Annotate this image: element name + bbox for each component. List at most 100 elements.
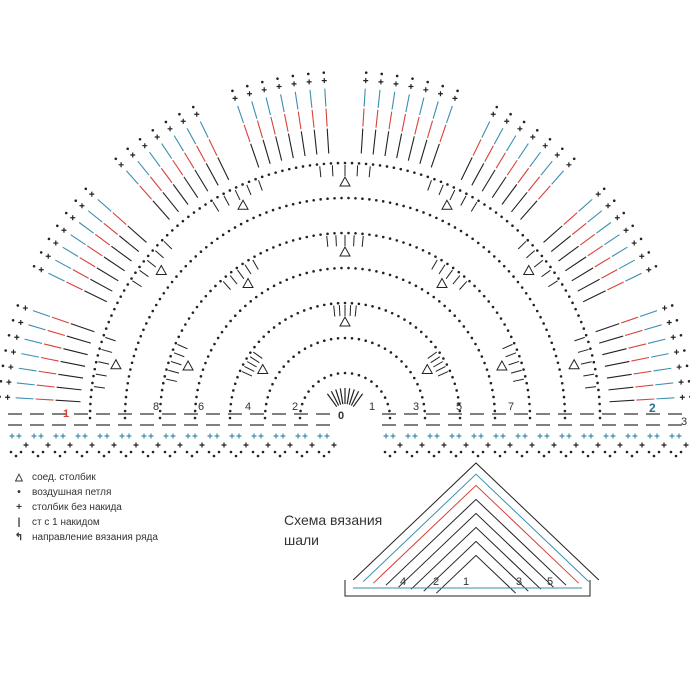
- chain-dot: [169, 354, 172, 358]
- chain-dot: [631, 224, 634, 228]
- single-crochet-mark: [133, 442, 139, 448]
- slip-stitch-mark: [421, 363, 434, 374]
- single-crochet-mark: [8, 364, 14, 370]
- chain-dot: [130, 277, 133, 280]
- chain-dot: [47, 237, 51, 241]
- chain-dot: [395, 239, 399, 242]
- chain-dot: [415, 246, 418, 249]
- chain-dot: [528, 409, 532, 413]
- chain-dot: [317, 380, 320, 383]
- chain-dot: [278, 370, 281, 374]
- double-crochet-mark: [212, 201, 220, 212]
- schema-title-line2: шали: [284, 532, 320, 548]
- chain-dot: [271, 382, 274, 386]
- double-crochet-mark: [118, 235, 140, 252]
- chain-dot: [222, 192, 225, 196]
- chain-dot: [224, 325, 228, 328]
- chain-dot: [16, 304, 20, 307]
- double-crochet-mark: [194, 169, 209, 192]
- chain-dot: [278, 322, 281, 325]
- row-number-blue: 2: [649, 401, 656, 415]
- chain-dot: [441, 84, 445, 88]
- chain-dot: [195, 395, 198, 399]
- single-crochet-mark: [537, 433, 543, 439]
- chain-dot: [253, 345, 256, 349]
- chain-dot: [500, 215, 503, 219]
- chain-dot: [381, 200, 385, 203]
- double-crochet-mark: [388, 111, 393, 130]
- chain-dot: [564, 289, 568, 292]
- double-crochet-mark: [427, 180, 432, 191]
- chain-dot: [254, 177, 257, 181]
- chain-dot: [329, 337, 333, 341]
- chain-dot: [158, 409, 162, 413]
- double-crochet-mark: [331, 165, 334, 177]
- chain-dot: [386, 402, 390, 406]
- single-crochet-mark: [67, 442, 73, 448]
- double-crochet-mark: [427, 351, 438, 359]
- double-crochet-mark: [270, 116, 276, 135]
- single-crochet-mark: [306, 79, 312, 85]
- chain-dot: [291, 74, 295, 78]
- double-crochet-mark: [335, 235, 337, 247]
- chain-dot: [160, 388, 164, 392]
- chain-dot: [9, 450, 13, 454]
- double-crochet-mark: [578, 198, 593, 212]
- single-crochet-mark: [126, 433, 132, 439]
- double-crochet-mark: [137, 160, 150, 176]
- chain-dot: [256, 454, 260, 458]
- chain-dot: [234, 186, 238, 189]
- chain-dot: [322, 71, 326, 74]
- chain-dot: [158, 297, 162, 301]
- double-crochet-mark: [86, 245, 103, 257]
- double-crochet-mark: [51, 316, 70, 324]
- row-number: 2: [292, 401, 299, 413]
- double-crochet-mark: [407, 136, 415, 161]
- chain-dot: [199, 375, 203, 378]
- chain-dot: [388, 237, 392, 240]
- chain-dot: [129, 368, 132, 371]
- single-crochet-mark: [317, 433, 323, 439]
- chain-dot: [146, 454, 150, 458]
- chain-dot: [426, 80, 429, 84]
- double-crochet-mark: [313, 129, 318, 155]
- schema-row-line: [385, 498, 567, 586]
- chain-dot: [422, 211, 425, 214]
- double-crochet-mark: [161, 143, 173, 159]
- chain-dot: [531, 243, 534, 247]
- chain-dot: [453, 382, 457, 386]
- chain-dot: [126, 283, 130, 286]
- chain-dot: [63, 450, 67, 454]
- single-crochet-mark: [229, 433, 235, 439]
- double-crochet-mark: [571, 267, 594, 282]
- chain-dot: [303, 347, 307, 351]
- legend-label: соед. столбик: [32, 472, 96, 483]
- chain-dot: [134, 348, 138, 351]
- chain-dot: [178, 112, 181, 116]
- chain-dot: [200, 300, 203, 303]
- chain-dot: [515, 348, 519, 351]
- single-crochet-mark: [449, 433, 455, 439]
- chain-dot: [185, 450, 189, 454]
- chain-dot: [630, 454, 634, 458]
- chain-dot: [548, 137, 552, 141]
- single-crochet-mark: [170, 433, 176, 439]
- legend-item: •воздушная петля: [12, 485, 158, 500]
- single-crochet-mark: [221, 442, 227, 448]
- chain-dot: [389, 351, 393, 354]
- chain-dot: [408, 281, 411, 284]
- chain-dot: [281, 169, 284, 173]
- triangle-number: 3: [516, 576, 523, 588]
- double-crochet-mark: [372, 129, 377, 155]
- legend-label: столбик без накида: [32, 502, 122, 513]
- chain-dot: [439, 180, 443, 184]
- chain-dot: [516, 229, 520, 232]
- chain-dot: [410, 454, 414, 458]
- chain-dot: [597, 395, 601, 399]
- chain-dot: [465, 233, 469, 237]
- double-crochet-mark: [319, 166, 322, 178]
- chain-dot: [549, 265, 552, 269]
- double-crochet-mark: [56, 386, 82, 391]
- double-crochet-mark: [563, 212, 578, 225]
- chain-dot: [204, 245, 208, 249]
